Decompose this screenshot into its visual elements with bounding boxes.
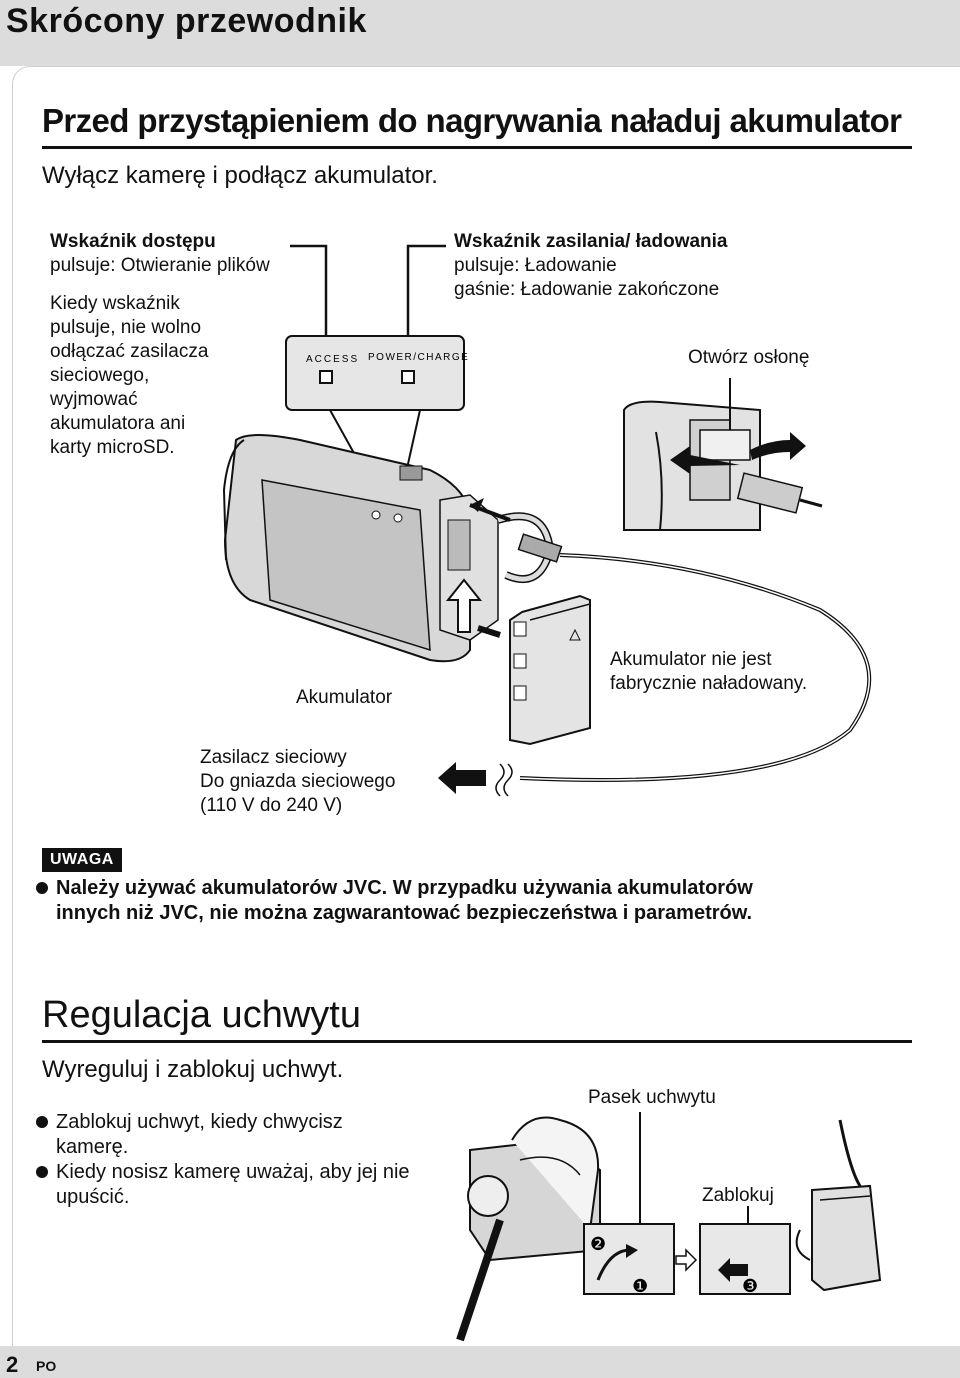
battery-pack-icon bbox=[509, 594, 591, 746]
ac-adapter-line: (110 V do 240 V) bbox=[200, 795, 343, 816]
access-callout-line bbox=[290, 244, 328, 340]
grip-bullet-text: Zablokuj uchwyt, kiedy chwycisz kamerę. bbox=[56, 1111, 343, 1158]
header-band bbox=[0, 0, 960, 66]
battery-slide-mark bbox=[477, 625, 501, 638]
access-warning-line: karty microSD. bbox=[50, 437, 175, 458]
hand-holding-camera-icon bbox=[456, 1116, 601, 1342]
hand-strap-camera-icon bbox=[795, 1119, 882, 1292]
notice-line: Należy używać akumulatorów JVC. W przypa… bbox=[56, 877, 753, 899]
indicator-panel bbox=[285, 335, 465, 411]
battery-label: Akumulator bbox=[296, 687, 393, 708]
access-indicator-status: pulsuje: Otwieranie plików bbox=[50, 255, 270, 276]
notice-badge: UWAGA bbox=[42, 848, 122, 872]
open-cover-arrow-icon bbox=[750, 432, 806, 460]
panel-access-text: ACCESS bbox=[306, 354, 359, 365]
step-box-1 bbox=[583, 1223, 675, 1295]
notice-line: innych niż JVC, nie można zagwarantować … bbox=[56, 902, 753, 924]
access-indicator-callout: Wskaźnik dostępu pulsuje: Otwieranie pli… bbox=[50, 230, 310, 460]
step-2-badge: ❷ bbox=[590, 1234, 606, 1255]
lock-arrow-icon bbox=[718, 1258, 748, 1282]
section-subtitle-grip: Wyreguluj i zablokuj uchwyt. bbox=[42, 1056, 344, 1083]
strap-label: Pasek uchwytu bbox=[588, 1087, 716, 1108]
access-warning: Kiedy wskaźnik pulsuje, nie wolno odłącz… bbox=[50, 292, 310, 460]
open-cover-label: Otwórz osłonę bbox=[688, 347, 810, 368]
power-indicator-line2: gaśnie: Ładowanie zakończone bbox=[454, 279, 720, 300]
grip-bullet: Zablokuj uchwyt, kiedy chwycisz kamerę. bbox=[36, 1110, 416, 1160]
cover-flap bbox=[699, 429, 751, 461]
section-title-charge: Przed przystąpieniem do nagrywania naład… bbox=[42, 102, 902, 139]
access-indicator-title: Wskaźnik dostępu bbox=[50, 231, 216, 252]
access-warning-line: odłączać zasilacza bbox=[50, 341, 209, 362]
content-panel bbox=[12, 66, 960, 1347]
power-lamp-icon bbox=[401, 370, 415, 384]
cable-break-mark bbox=[495, 763, 505, 797]
grip-bullet-text: Kiedy nosisz kamerę uważaj, aby jej nie … bbox=[56, 1161, 410, 1208]
grip-illustration: ❷ ❶ ❸ bbox=[456, 1112, 882, 1342]
access-lamp-icon bbox=[319, 370, 333, 384]
bullet-icon bbox=[36, 882, 48, 894]
notice-bullet: Należy używać akumulatorów JVC. W przypa… bbox=[36, 876, 936, 926]
to-outlet-arrow-icon bbox=[438, 762, 486, 794]
section-subtitle-charge: Wyłącz kamerę i podłącz akumulator. bbox=[42, 162, 438, 189]
next-step-arrow-icon bbox=[675, 1248, 698, 1272]
access-warning-line: sieciowego, bbox=[50, 365, 150, 386]
insert-up-arrow-icon bbox=[445, 578, 483, 633]
access-warning-line: wyjmować bbox=[50, 389, 138, 410]
bullet-icon bbox=[36, 1116, 48, 1128]
section-rule bbox=[42, 146, 912, 149]
battery-note-line: Akumulator nie jest bbox=[610, 649, 772, 670]
lock-label: Zablokuj bbox=[702, 1185, 774, 1206]
step-box-2 bbox=[699, 1223, 791, 1295]
charging-illustration: ACCESS POWER/CHARGE bbox=[222, 244, 872, 797]
power-callout-line bbox=[406, 244, 446, 340]
step-3-badge: ❸ bbox=[742, 1276, 758, 1297]
panel-power-text: POWER/CHARGE bbox=[368, 352, 469, 363]
access-warning-line: pulsuje, nie wolno bbox=[50, 317, 202, 338]
page-title: Skrócony przewodnik bbox=[6, 2, 367, 40]
footer-band bbox=[0, 1346, 960, 1378]
insert-plug-arrow-icon bbox=[670, 446, 740, 474]
section-rule bbox=[42, 1040, 912, 1043]
ac-adapter-label: Zasilacz sieciowy Do gniazda sieciowego … bbox=[200, 746, 395, 818]
step-1-badge: ❶ bbox=[632, 1276, 648, 1297]
power-indicator-title: Wskaźnik zasilania/ ładowania bbox=[454, 231, 728, 252]
power-indicator-line1: pulsuje: Ładowanie bbox=[454, 255, 617, 276]
bullet-icon bbox=[36, 1166, 48, 1178]
grip-bullets: Zablokuj uchwyt, kiedy chwycisz kamerę. … bbox=[36, 1110, 416, 1210]
ac-adapter-line: Do gniazda sieciowego bbox=[200, 771, 396, 792]
ac-adapter-line: Zasilacz sieciowy bbox=[200, 747, 347, 768]
dc-plug-icon bbox=[517, 533, 563, 563]
language-code: PO bbox=[36, 1358, 57, 1374]
notice-text: Należy używać akumulatorów JVC. W przypa… bbox=[36, 876, 936, 926]
power-indicator-callout: Wskaźnik zasilania/ ładowania pulsuje: Ł… bbox=[454, 230, 814, 302]
grip-bullet: Kiedy nosisz kamerę uważaj, aby jej nie … bbox=[36, 1160, 416, 1210]
camcorder-icon bbox=[222, 434, 499, 663]
inset-plug-icon bbox=[736, 472, 804, 514]
cover-detail-inset bbox=[623, 400, 823, 531]
page-number: 2 bbox=[6, 1352, 19, 1377]
section-title-grip: Regulacja uchwytu bbox=[42, 994, 361, 1036]
access-warning-line: akumulatora ani bbox=[50, 413, 186, 434]
battery-note: Akumulator nie jest fabrycznie naładowan… bbox=[610, 648, 807, 696]
access-warning-line: Kiedy wskaźnik bbox=[50, 293, 180, 314]
battery-note-line: fabrycznie naładowany. bbox=[610, 673, 808, 694]
